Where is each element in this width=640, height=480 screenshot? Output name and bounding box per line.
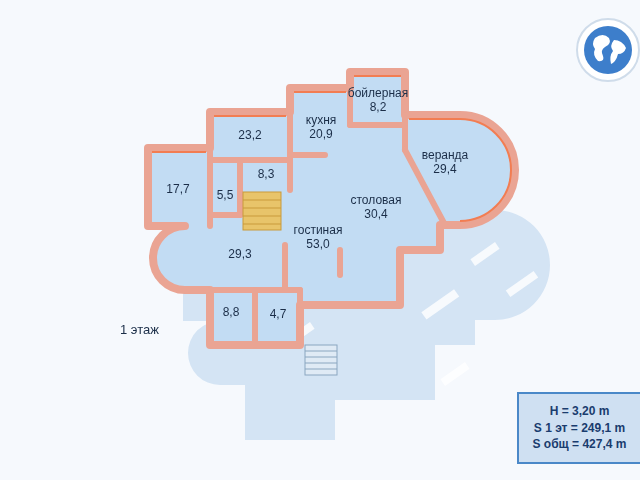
floor-label: 1 этаж xyxy=(120,322,159,337)
room-text: 17,7 xyxy=(166,183,189,197)
room-text: веранда xyxy=(422,149,469,163)
room-text: S общ = 427,4 m xyxy=(533,436,627,453)
room-text: 29,3 xyxy=(228,248,251,262)
room-text: кухня xyxy=(306,114,337,128)
interior-walls xyxy=(210,88,445,345)
room-label: 29,3 xyxy=(228,248,251,262)
room-label: 5,5 xyxy=(217,189,234,203)
room-label: 23,2 xyxy=(238,129,261,143)
floor xyxy=(148,72,515,345)
room-text: 4,7 xyxy=(270,308,287,322)
room-text: 53,0 xyxy=(294,238,343,252)
room-label: 4,7 xyxy=(270,308,287,322)
room-label: 8,8 xyxy=(223,306,240,320)
room-text: 8,8 xyxy=(223,306,240,320)
room-text: H = 3,20 m xyxy=(550,403,610,420)
room-text: 8,3 xyxy=(258,168,275,182)
area-info-box: H = 3,20 mS 1 эт = 249,1 mS общ = 427,4 … xyxy=(517,392,640,464)
room-text: 5,5 xyxy=(217,189,234,203)
room-text: 20,9 xyxy=(306,128,337,142)
room-label: гостиная53,0 xyxy=(294,224,343,252)
room-label: бойлерная8,2 xyxy=(348,87,408,115)
globe-icon xyxy=(577,19,639,81)
entrance-steps xyxy=(305,345,337,375)
room-label: 8,3 xyxy=(258,168,275,182)
room-text: 29,4 xyxy=(422,163,469,177)
room-text: 8,2 xyxy=(348,101,408,115)
wall-face xyxy=(152,76,511,221)
room-text: 30,4 xyxy=(351,208,402,222)
room-text: бойлерная xyxy=(348,87,408,101)
staircase xyxy=(243,192,281,230)
room-text: столовая xyxy=(351,194,402,208)
room-label: веранда29,4 xyxy=(422,149,469,177)
room-label: столовая30,4 xyxy=(351,194,402,222)
room-label: кухня20,9 xyxy=(306,114,337,142)
room-text: 23,2 xyxy=(238,129,261,143)
room-label: 17,7 xyxy=(166,183,189,197)
room-text: S 1 эт = 249,1 m xyxy=(534,420,625,437)
room-text: гостиная xyxy=(294,224,343,238)
